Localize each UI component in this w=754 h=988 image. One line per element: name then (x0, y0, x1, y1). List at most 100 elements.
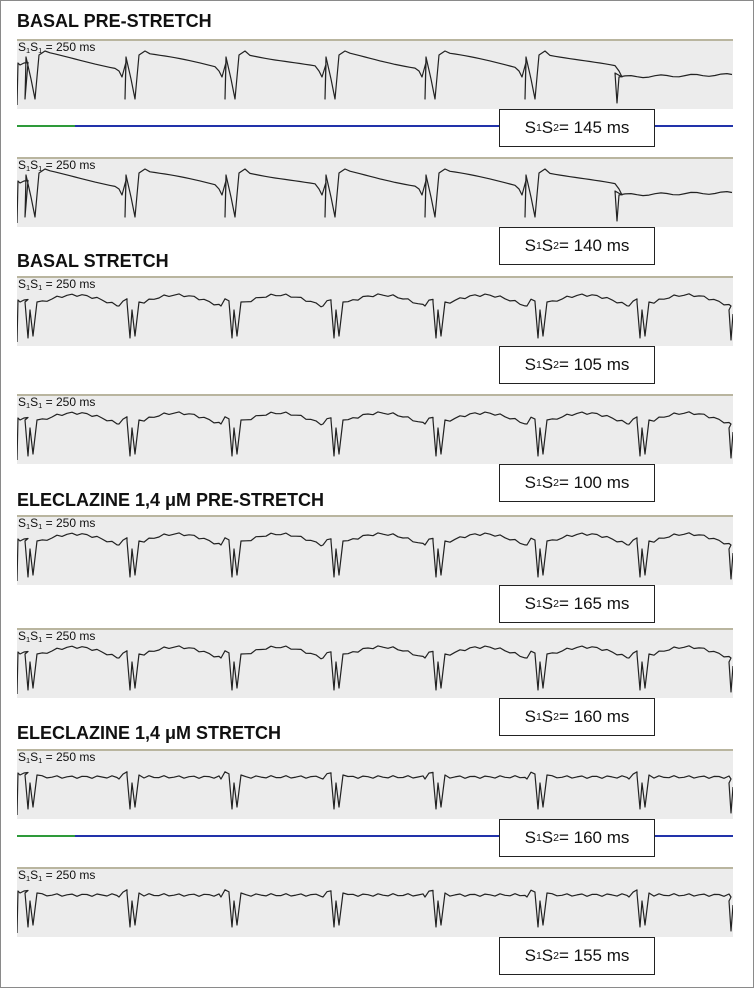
s1s1-label: S1S1 = 250 ms (18, 158, 95, 176)
trace-background (17, 749, 733, 819)
s1s1-label-part: 1 (26, 163, 31, 173)
s1s1-label-part: = 250 ms (42, 629, 96, 643)
axis-line-blue (75, 835, 733, 837)
s1s2-label-box-part: = 140 ms (559, 236, 630, 255)
s1s1-label-part: 1 (38, 282, 43, 292)
ecg-trace-line (17, 168, 733, 224)
s1s1-label-part: = 250 ms (42, 277, 96, 291)
section-title-basal-stretch: BASAL STRETCH (17, 251, 169, 271)
s1s1-label: S1S1 = 250 ms (18, 277, 95, 295)
s1s2-label-box-part: S (524, 828, 536, 847)
s1s1-label: S1S1 = 250 ms (18, 750, 95, 768)
s1s1-label-part: S (30, 158, 39, 172)
s1s1-label-part: 1 (38, 163, 43, 173)
axis-line-blue (75, 125, 733, 127)
s1s1-label-part: S (18, 868, 27, 882)
trace-background (17, 867, 733, 937)
ecg-trace-plot (17, 50, 733, 106)
s1s2-label-box-part: S (524, 355, 536, 374)
axis-line-green (17, 835, 75, 837)
s1s2-label-box-part: 1 (535, 240, 542, 252)
s1s1-label-part: S (18, 629, 27, 643)
s1s1-label: S1S1 = 250 ms (18, 516, 95, 534)
s1s2-label-box-part: S (541, 828, 554, 847)
s1s2-label-box-part: S (541, 118, 554, 137)
s1s2-label-box-part: S (524, 118, 536, 137)
s1s1-label-part: = 250 ms (42, 516, 96, 530)
s1s2-label-box-part: = 145 ms (559, 118, 630, 137)
s1s1-label-part: 1 (38, 45, 43, 55)
s1s2-label-box-part: 1 (535, 477, 542, 489)
s1s1-label-part: S (18, 395, 27, 409)
s1s2-label-box-part: 2 (553, 359, 559, 371)
section-title-basal-pre-stretch: BASAL PRE-STRETCH (17, 11, 212, 31)
s1s2-label-box-part: S (524, 473, 536, 492)
s1s2-label-box-part: = 165 ms (559, 594, 630, 613)
s1s2-label-box-part: 2 (553, 122, 559, 134)
s1s1-label-part: = 250 ms (42, 868, 96, 882)
s1s2-label-box-part: = 160 ms (559, 707, 630, 726)
s1s1-label-part: 1 (38, 873, 43, 883)
ecg-trace-plot (17, 645, 733, 695)
s1s2-label-box-part: 2 (553, 598, 559, 610)
s1s2-label-box-part: 1 (535, 950, 542, 962)
ecg-trace-line (17, 50, 733, 106)
s1s1-label-part: 1 (26, 873, 31, 883)
s1s2-label-box-part: 1 (535, 832, 542, 844)
s1s2-label-box-part: 2 (553, 950, 559, 962)
ecg-trace-line (17, 771, 733, 816)
s1s1-label-part: = 250 ms (42, 158, 96, 172)
s1s2-label-box-part: S (541, 473, 554, 492)
axis-line-green (17, 125, 75, 127)
s1s2-label-box-part: = 100 ms (559, 473, 630, 492)
s1s2-label-box-part: = 160 ms (559, 828, 630, 847)
s1s1-label-part: S (30, 40, 39, 54)
s1s2-label-box-part: S (524, 946, 536, 965)
s1s1-label-part: S (30, 277, 39, 291)
s1s1-label-part: = 250 ms (42, 750, 96, 764)
s1s1-label-part: 1 (26, 755, 31, 765)
s1s1-label-part: 1 (26, 400, 31, 410)
s1s1-label-part: 1 (26, 282, 31, 292)
s1s2-label-box-part: 2 (553, 240, 559, 252)
ecg-trace-line (17, 532, 733, 582)
s1s2-label-box-part: = 155 ms (559, 946, 630, 965)
s1s2-label-box-part: S (541, 594, 554, 613)
trace-background (17, 628, 733, 698)
trace-background (17, 39, 733, 109)
s1s2-label-box-part: S (541, 355, 554, 374)
ecg-trace-line (17, 293, 733, 343)
s1s2-label-box-part: 1 (535, 598, 542, 610)
s1s1-label-part: 1 (38, 521, 43, 531)
trace-background (17, 276, 733, 346)
ecg-trace-plot (17, 411, 733, 461)
s1s1-label-part: S (30, 395, 39, 409)
s1s1-label: S1S1 = 250 ms (18, 629, 95, 647)
s1s1-label-part: S (18, 40, 27, 54)
s1s2-label-box-part: 1 (535, 122, 542, 134)
s1s1-label-part: S (30, 868, 39, 882)
ecg-trace-plot (17, 293, 733, 343)
trace-background (17, 394, 733, 464)
s1s2-label-box-part: S (524, 236, 536, 255)
ecg-trace-plot (17, 889, 733, 934)
s1s1-label-part: S (30, 516, 39, 530)
s1s1-label-part: 1 (38, 755, 43, 765)
s1s1-label-part: 1 (26, 45, 31, 55)
s1s1-label-part: = 250 ms (42, 395, 96, 409)
s1s2-label-box-part: 1 (535, 711, 542, 723)
ecg-trace-line (17, 645, 733, 695)
s1s1-label-part: S (30, 629, 39, 643)
